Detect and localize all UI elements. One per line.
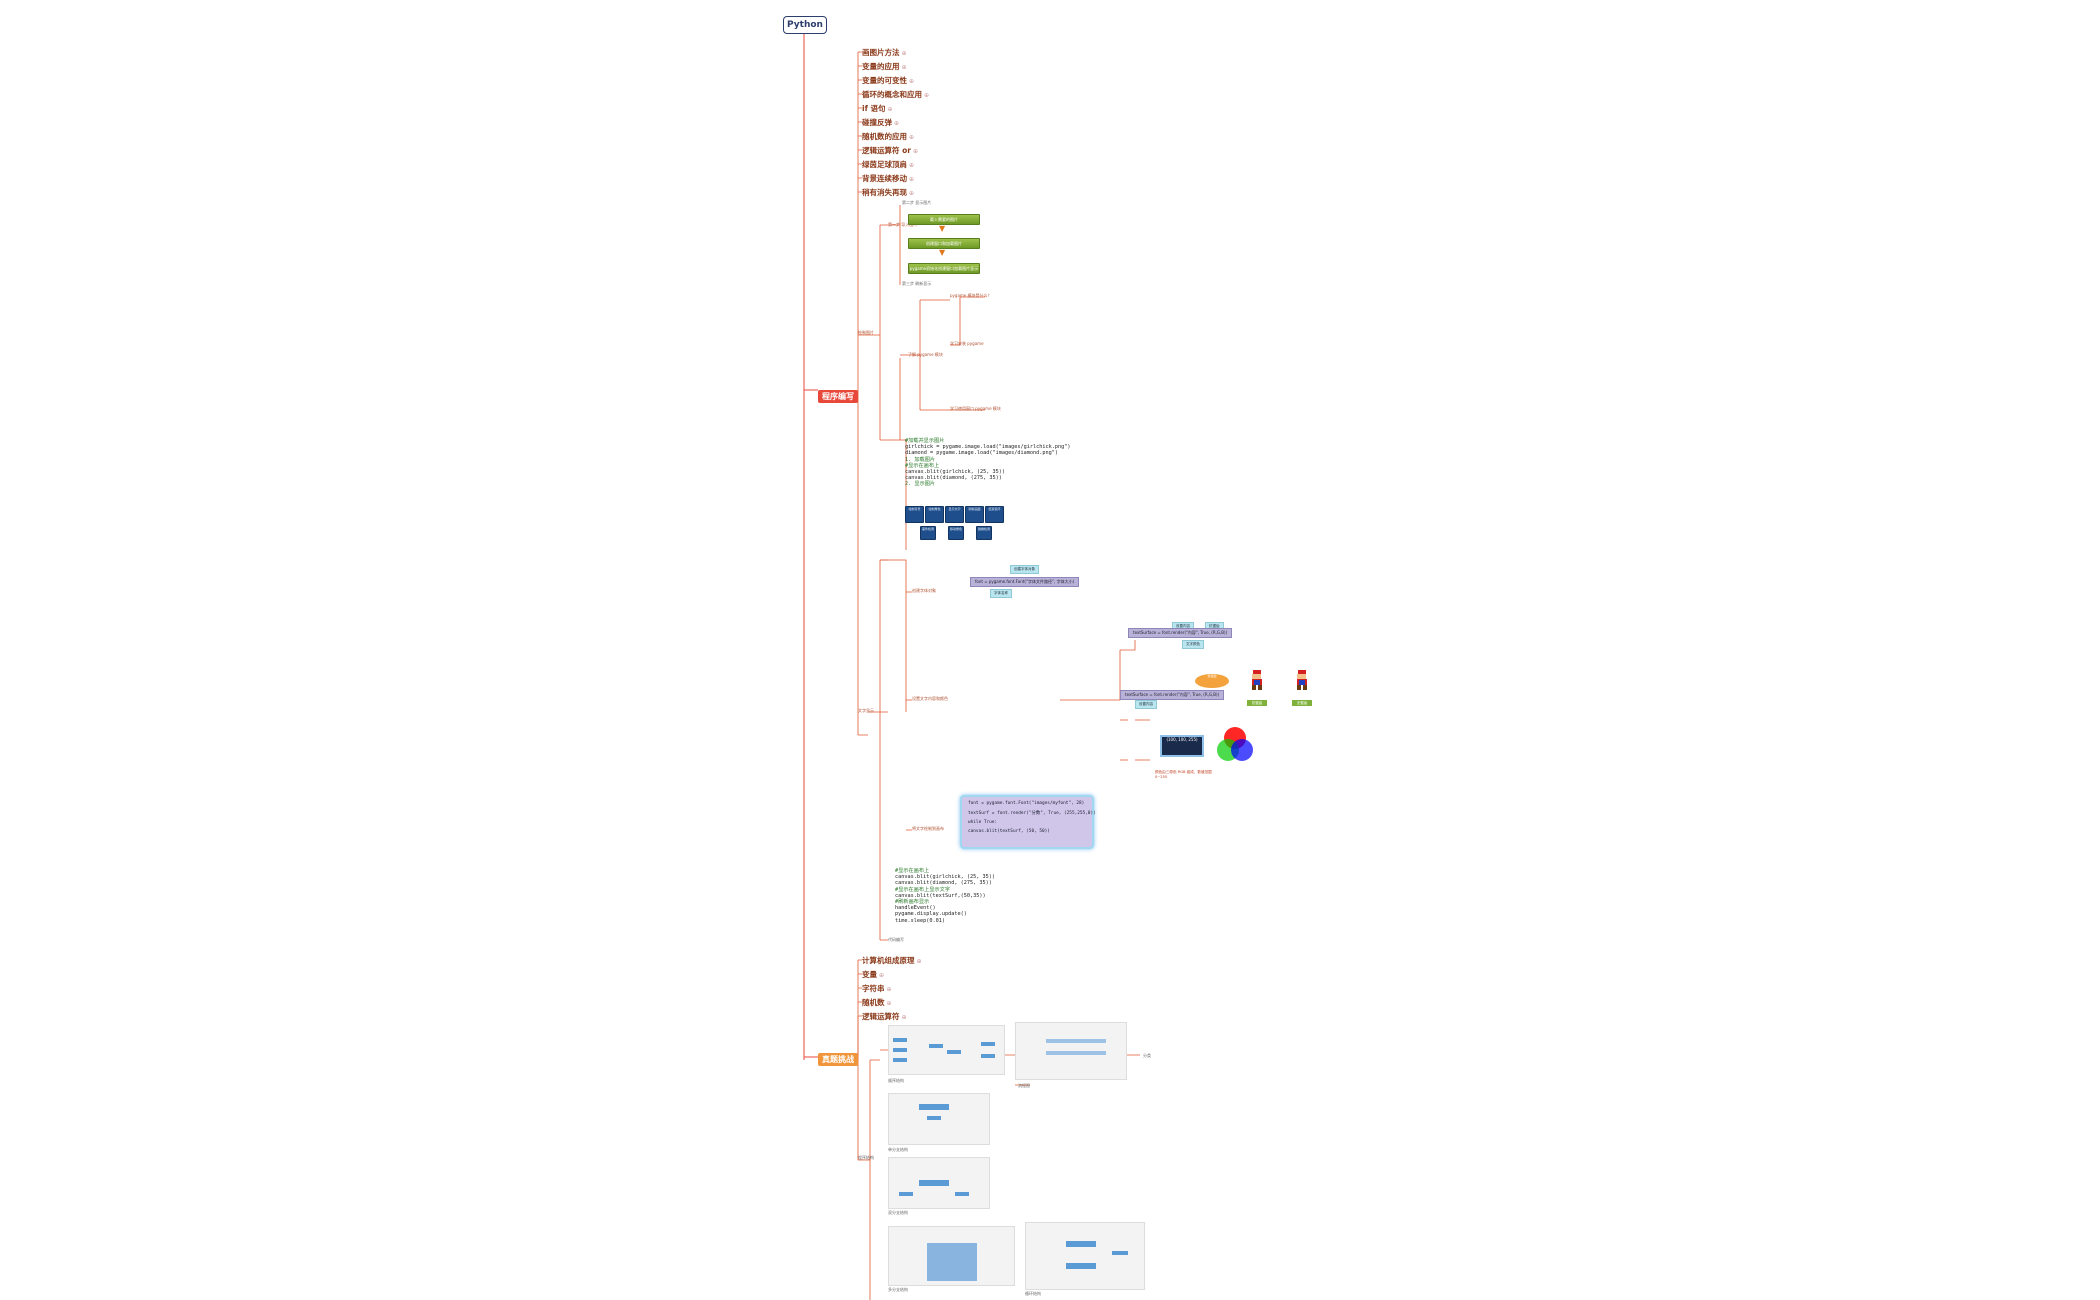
side-label-classify: 分类 (1143, 1053, 1151, 1058)
font-step-2: 设置文字内容和颜色 (912, 696, 948, 701)
code-end-label: 代码编写 (888, 937, 904, 942)
topic-if-statement[interactable]: if 语句⊕ (862, 104, 893, 113)
code-block-display: #显示在画布上 canvas.blit(girlchick, (25, 35))… (895, 868, 995, 924)
flow-step-2: 创建窗口和加载图片 (908, 238, 980, 249)
side-label-structure: 程序结构 (858, 1155, 874, 1160)
topic-background-move[interactable]: 背景连续移动⊕ (862, 174, 915, 183)
arrow-down-icon: ▼ (939, 248, 946, 257)
block-text: 显示文字 (945, 506, 964, 523)
block-end-loop: 结束循环 (985, 506, 1004, 523)
topic-collision[interactable]: 碰撞反弹⊕ (862, 118, 900, 127)
topic-football[interactable]: 绿茵足球顶肩⊕ (862, 160, 915, 169)
render-bar-2: textSurface = font.render("内容", True, (R… (1120, 690, 1225, 700)
mario-antialias-image (1252, 670, 1262, 690)
branch-program-writing[interactable]: 程序编写 (818, 390, 858, 403)
block-refresh: 刷新画面 (965, 506, 984, 523)
root-node[interactable]: Python (783, 16, 827, 34)
topic-loop[interactable]: 循环的概念和应用⊕ (862, 90, 930, 99)
block-collision: 碰撞检测 (976, 526, 992, 540)
thumb-multi-branch[interactable] (888, 1226, 1015, 1286)
step-1-label: 第一步 导入图片 (888, 222, 918, 227)
side-label-flowchart: 流程图 (1018, 1083, 1030, 1088)
topic-string[interactable]: 字符串⊕ (862, 984, 892, 993)
label-jagged: 无锯齿 (1292, 700, 1312, 706)
branch-exam-challenge[interactable]: 真题挑战 (818, 1053, 858, 1066)
topic-draw-image[interactable]: 画图片方法⊕ (862, 48, 907, 57)
topic-random[interactable]: 随机数的应用⊕ (862, 132, 915, 141)
knowledge-point-1: pygame 模块是什么？ (950, 293, 992, 298)
chip-create-font: 创建字体对象 (1010, 565, 1039, 574)
topic-computer-principles[interactable]: 计算机组成原理⊕ (862, 956, 922, 965)
font-step-3: 将文字绘制到画布 (912, 826, 944, 831)
topic-variable[interactable]: 变量⊕ (862, 970, 885, 979)
thumb-classify-text[interactable] (1015, 1022, 1127, 1080)
topic-logic-or[interactable]: 逻辑运算符 or⊕ (862, 146, 918, 155)
knowledge-point-2: 学习安装 pygame (950, 341, 984, 346)
flow-caption: 第二步 显示图片 (902, 200, 932, 205)
thumb-loop[interactable] (1025, 1222, 1145, 1290)
knowledge-label: 了解 pygame 模块 (908, 352, 943, 357)
color-sample-box: (100, 100, 255) (1160, 735, 1204, 757)
caption-single-branch: 单分支结构 (888, 1147, 908, 1152)
mario-jagged-image (1297, 670, 1307, 690)
render-bar-1: textSurface = font.render("内容", True, (R… (1128, 628, 1233, 638)
block-draw-role: 绘制角色 (925, 506, 944, 523)
code-block-load: #加载并显示图片 girlchick = pygame.image.load("… (905, 438, 1071, 488)
color-note: 颜色由三原色 RGB 组成，数值范围 0~255 (1155, 770, 1212, 779)
topic-logic-operator[interactable]: 逻辑运算符⊕ (862, 1012, 907, 1021)
block-move: 移动角色 (948, 526, 964, 540)
font-code-panel: font = pygame.font.Font("images/myfont",… (960, 795, 1096, 849)
knowledge-point-3: 学习使用窗口 pygame 模块 (950, 406, 1001, 411)
thumb-single-branch[interactable] (888, 1093, 990, 1145)
block-draw-bg: 绘制背景 (905, 506, 924, 523)
topic-variable-mutable[interactable]: 变量的可变性⊕ (862, 76, 915, 85)
caption-loop: 循环结构 (1025, 1291, 1041, 1296)
flow-step-3: pygame初始化创建窗口加载图片显示 (908, 263, 980, 274)
antialias-bubble: 抗锯齿 (1195, 674, 1229, 688)
section-draw-label: 绘制图片 (858, 330, 874, 335)
caption-double-branch: 双分支结构 (888, 1210, 908, 1215)
topic-disappear[interactable]: 稍有消失再现⊕ (862, 188, 915, 197)
label-antialias: 抗锯齿 (1247, 700, 1267, 706)
caption-multi-branch: 多分支结构 (888, 1287, 908, 1292)
chip-content-2: 设置内容 (1135, 700, 1157, 709)
thumb-sequence[interactable] (888, 1025, 1005, 1075)
block-event: 事件检测 (920, 526, 936, 540)
chip-font-name: 字体名称 (990, 589, 1012, 598)
font-step-1: 创建字体对象 (912, 588, 936, 593)
section-text-label: 文字显示 (858, 708, 874, 713)
topic-variable-usage[interactable]: 变量的应用⊕ (862, 62, 907, 71)
chip-color: 文字颜色 (1182, 640, 1204, 649)
arrow-down-icon: ▼ (939, 224, 946, 233)
thumb-double-branch[interactable] (888, 1157, 990, 1209)
font-constructor-bar: font = pygame.font.Font(“字体文件路径”, 字体大小) (970, 577, 1080, 587)
flow-end-caption: 第三步 刷新显示 (902, 281, 932, 286)
rgb-venn-icon (1217, 727, 1253, 761)
flow-step-1: 载入需要的图片 (908, 214, 980, 225)
topic-random-number[interactable]: 随机数⊕ (862, 998, 892, 1007)
caption-sequence: 顺序结构 (888, 1078, 904, 1083)
